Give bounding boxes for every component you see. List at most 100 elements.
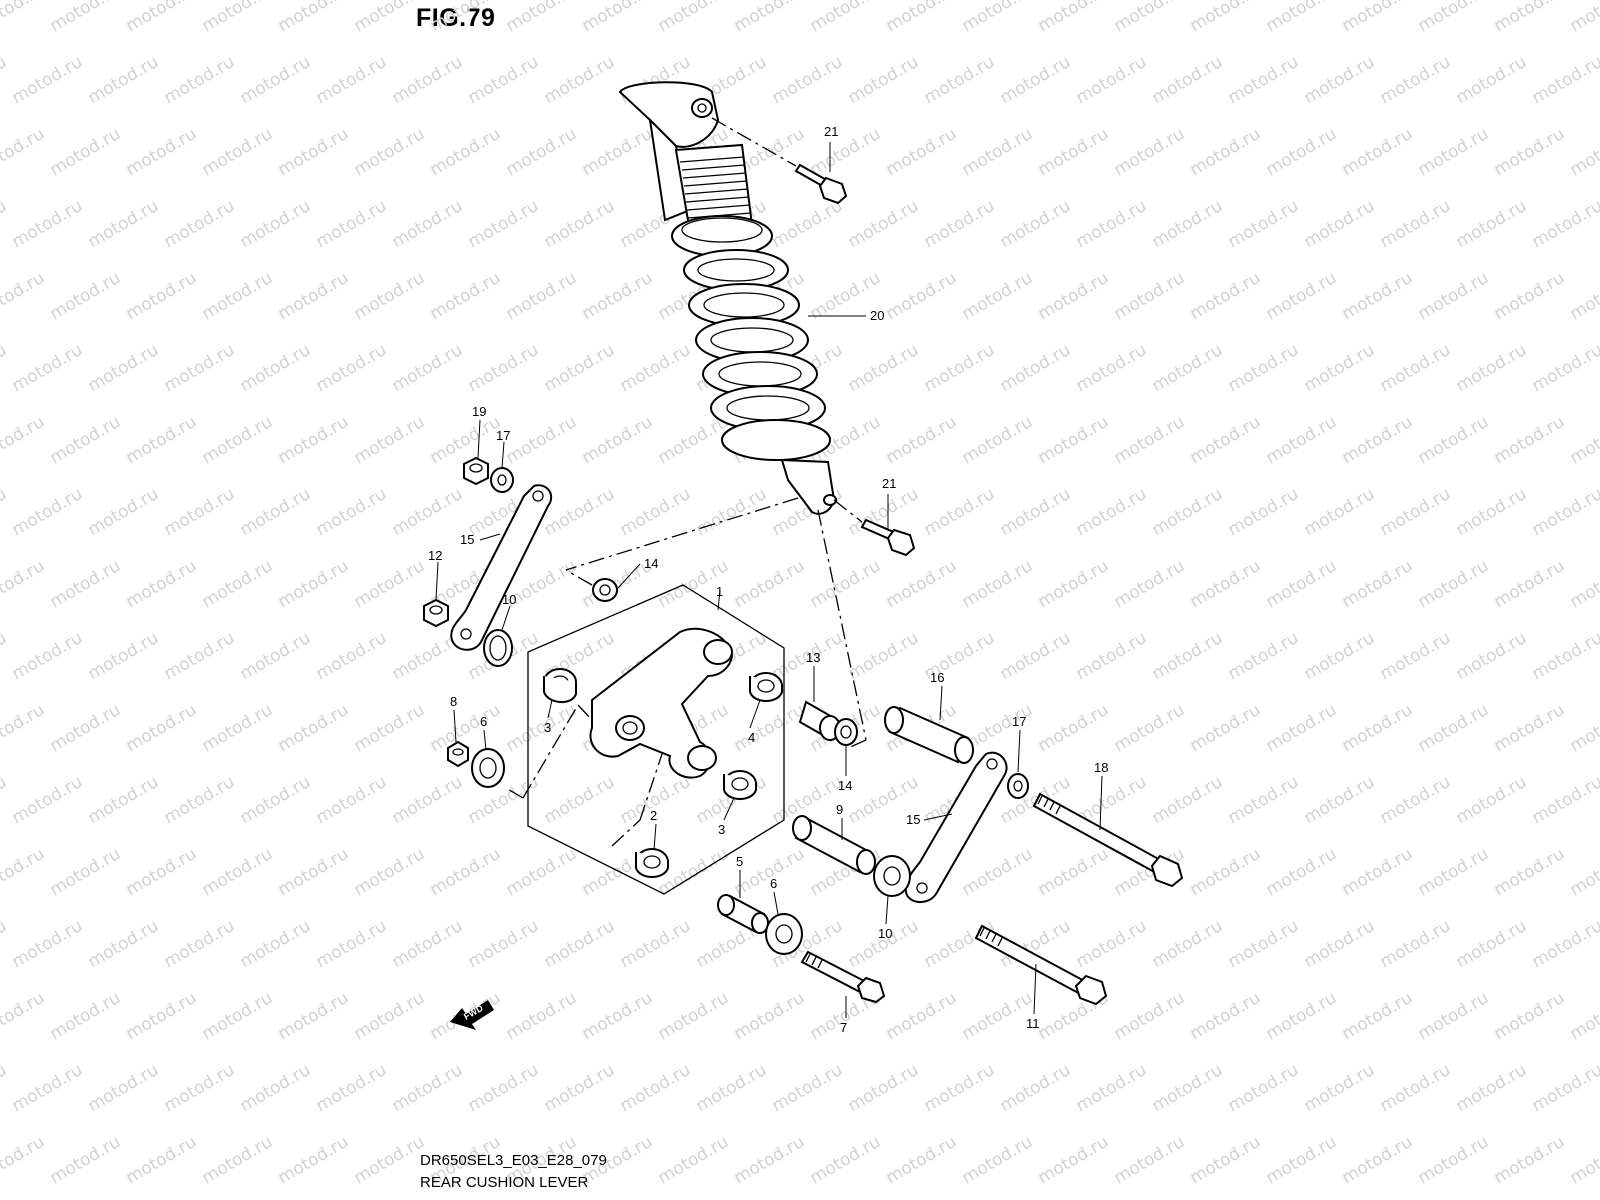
watermark-text: motod.ru xyxy=(123,124,201,180)
watermark-text: motod.ru xyxy=(769,52,847,108)
watermark-text: motod.ru xyxy=(1377,340,1455,396)
watermark-text: motod.ru xyxy=(427,124,505,180)
watermark-text: motod.ru xyxy=(1301,1060,1379,1116)
watermark-text: motod.ru xyxy=(123,1132,201,1188)
watermark-text: motod.ru xyxy=(617,1060,695,1116)
watermark-text: motod.ru xyxy=(1035,412,1113,468)
watermark-text: motod.ru xyxy=(883,1132,961,1188)
watermark-text: motod.ru xyxy=(1301,484,1379,540)
watermark-text: motod.ru xyxy=(503,700,581,756)
watermark-text: motod.ru xyxy=(1377,1060,1455,1116)
watermark-text: motod.ru xyxy=(85,340,163,396)
watermark-text: motod.ru xyxy=(1073,916,1151,972)
watermark-text: motod.ru xyxy=(1149,772,1227,828)
watermark-text: motod.ru xyxy=(1187,700,1265,756)
watermark-text: motod.ru xyxy=(1111,1132,1189,1188)
watermark-text: motod.ru xyxy=(47,0,125,36)
watermark-text: motod.ru xyxy=(541,340,619,396)
watermark-text: motod.ru xyxy=(503,412,581,468)
watermark-text: motod.ru xyxy=(351,268,429,324)
watermark-text: motod.ru xyxy=(921,340,999,396)
washer-17-right xyxy=(1007,773,1029,799)
watermark-text: motod.ru xyxy=(1377,52,1455,108)
watermark-text: motod.ru xyxy=(123,412,201,468)
watermark-text: motod.ru xyxy=(427,412,505,468)
watermark-text: motod.ru xyxy=(1529,196,1600,252)
watermark-text: motod.ru xyxy=(1149,1060,1227,1116)
callout-10-lower: 10 xyxy=(878,926,892,941)
watermark-text: motod.ru xyxy=(0,484,10,540)
watermark-text: motod.ru xyxy=(123,556,201,612)
watermark-text: motod.ru xyxy=(1187,412,1265,468)
watermark-text: motod.ru xyxy=(351,700,429,756)
watermark-text: motod.ru xyxy=(161,1060,239,1116)
watermark-text: motod.ru xyxy=(997,340,1075,396)
callout-6-left: 6 xyxy=(480,714,487,729)
watermark-text: motod.ru xyxy=(1149,484,1227,540)
watermark-text: motod.ru xyxy=(1187,124,1265,180)
callout-3-upper: 3 xyxy=(544,720,551,735)
watermark-text: motod.ru xyxy=(313,1060,391,1116)
watermark-text: motod.ru xyxy=(807,124,885,180)
watermark-text: motod.ru xyxy=(997,484,1075,540)
watermark-text: motod.ru xyxy=(1263,1132,1341,1188)
watermark-text: motod.ru xyxy=(541,196,619,252)
watermark-text: motod.ru xyxy=(731,700,809,756)
watermark-text: motod.ru xyxy=(427,0,505,36)
bolt-11 xyxy=(974,924,1108,1006)
watermark-text: motod.ru xyxy=(959,844,1037,900)
watermark-text: motod.ru xyxy=(9,484,87,540)
watermark-text: motod.ru xyxy=(389,772,467,828)
watermark-text: motod.ru xyxy=(1035,700,1113,756)
watermark-text: motod.ru xyxy=(1567,988,1600,1044)
watermark-text: motod.ru xyxy=(1567,1132,1600,1188)
watermark-text: motod.ru xyxy=(1491,556,1569,612)
watermark-text: motod.ru xyxy=(1035,268,1113,324)
watermark-text: motod.ru xyxy=(123,844,201,900)
watermark-text: motod.ru xyxy=(351,556,429,612)
watermark-text: motod.ru xyxy=(0,124,48,180)
washer-6-left xyxy=(471,748,505,788)
watermark-text: motod.ru xyxy=(9,628,87,684)
watermark-text: motod.ru xyxy=(959,988,1037,1044)
watermark-text: motod.ru xyxy=(237,340,315,396)
watermark-text: motod.ru xyxy=(237,196,315,252)
watermark-text: motod.ru xyxy=(1491,412,1569,468)
bolt-21-lower xyxy=(860,518,916,557)
callout-3-lower: 3 xyxy=(718,822,725,837)
watermark-text: motod.ru xyxy=(161,340,239,396)
watermark-text: motod.ru xyxy=(351,1132,429,1188)
watermark-text: motod.ru xyxy=(1225,628,1303,684)
watermark-text: motod.ru xyxy=(1149,196,1227,252)
watermark-text: motod.ru xyxy=(845,1060,923,1116)
watermark-text: motod.ru xyxy=(959,0,1037,36)
watermark-text: motod.ru xyxy=(1301,772,1379,828)
watermark-text: motod.ru xyxy=(0,196,10,252)
watermark-text: motod.ru xyxy=(351,988,429,1044)
watermark-text: motod.ru xyxy=(731,1132,809,1188)
watermark-text: motod.ru xyxy=(161,52,239,108)
watermark-text: motod.ru xyxy=(845,916,923,972)
watermark-text: motod.ru xyxy=(617,916,695,972)
watermark-text: motod.ru xyxy=(275,844,353,900)
watermark-text: motod.ru xyxy=(731,556,809,612)
figure-title: FIG.79 xyxy=(416,4,496,32)
watermark-text: motod.ru xyxy=(1187,844,1265,900)
watermark-text: motod.ru xyxy=(921,52,999,108)
watermark-text: motod.ru xyxy=(579,0,657,36)
watermark-text: motod.ru xyxy=(693,1060,771,1116)
callout-9: 9 xyxy=(836,802,843,817)
nut-12 xyxy=(423,598,449,628)
watermark-text: motod.ru xyxy=(1073,484,1151,540)
watermark-text: motod.ru xyxy=(123,700,201,756)
collar-16 xyxy=(884,706,974,764)
watermark-text: motod.ru xyxy=(617,484,695,540)
watermark-text: motod.ru xyxy=(9,340,87,396)
watermark-text: motod.ru xyxy=(389,196,467,252)
watermark-text: motod.ru xyxy=(1073,340,1151,396)
callout-15-upper: 15 xyxy=(460,532,474,547)
watermark-text: motod.ru xyxy=(0,628,10,684)
watermark-text: motod.ru xyxy=(845,340,923,396)
watermark-text: motod.ru xyxy=(1149,628,1227,684)
